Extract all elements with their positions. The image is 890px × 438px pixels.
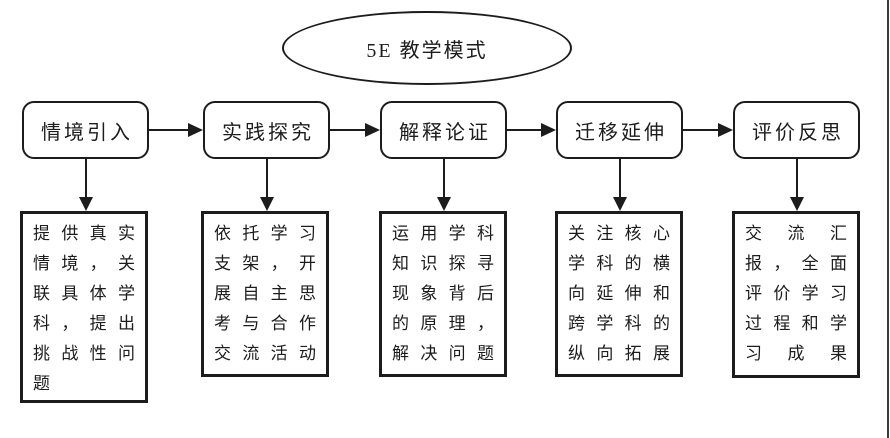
arrow-right-icon [507,122,556,138]
arrow-shaft [507,129,542,131]
arrow-shaft [796,159,798,198]
arrow-down-icon [260,159,274,211]
description-line: 关注核心 [568,224,670,243]
arrow-shaft [266,159,268,198]
arrow-shaft [85,159,87,198]
stage-box-evaluate: 评价反思 [733,101,860,159]
arrow-down-icon [437,159,451,211]
stage-description-transfer: 关注核心学科的横向延伸和跨学科的纵向拓展 [555,211,683,377]
description-line: 跨学科的 [568,314,670,333]
description-line: 过程和学 [745,314,847,333]
description-line: 交流活动 [214,344,316,363]
description-line: 向延伸和 [568,284,670,303]
description-line: 报，全面 [745,254,847,273]
arrow-shaft [683,129,719,131]
description-line: 题 [33,374,50,393]
stage-label: 迁移延伸 [575,121,667,144]
arrow-head [260,197,274,211]
stage-box-practice: 实践探究 [203,101,330,159]
arrow-shaft [443,159,445,198]
arrow-head [365,123,380,137]
stage-label: 评价反思 [752,121,844,144]
arrow-right-icon [149,122,203,138]
description-line: 评价学习 [745,284,847,303]
description-line: 支架，开 [214,254,316,273]
description-line: 的原理， [392,314,494,333]
description-line: 解决问题 [392,344,494,363]
arrow-head [188,123,203,137]
description-line: 习成果 [745,344,847,363]
description-line: 运用学科 [392,224,494,243]
stage-box-transfer: 迁移延伸 [556,101,683,159]
description-line: 展自主思 [214,284,316,303]
stage-label: 解释论证 [399,121,491,144]
arrow-right-icon [330,122,380,138]
stage-description-practice: 依托学习支架，开展自主思考与合作交流活动 [201,211,329,377]
description-line: 情境，关 [33,254,135,273]
diagram-title: 5E 教学模式 [366,39,488,62]
arrow-head [79,197,93,211]
arrow-head [437,197,451,211]
arrow-head [790,197,804,211]
arrow-head [613,197,627,211]
description-line: 学科的横 [568,254,670,273]
stage-box-explain: 解释论证 [380,101,507,159]
description-line: 联具体学 [33,284,135,303]
arrow-shaft [149,129,189,131]
stage-description-evaluate: 交流汇报，全面评价学习过程和学习成果 [732,211,860,378]
stage-box-situation: 情境引入 [22,101,149,159]
page-edge-line [887,0,889,438]
description-line: 知识探寻 [392,254,494,273]
stage-description-situation: 提供真实情境，关联具体学科，提出挑战性问题 [20,211,148,403]
arrow-shaft [330,129,366,131]
description-line: 依托学习 [214,224,316,243]
description-line: 挑战性问 [33,344,135,363]
title-ellipse: 5E 教学模式 [282,11,572,85]
arrow-shaft [619,159,621,198]
description-line: 交流汇 [745,224,847,243]
arrow-head [541,123,556,137]
stage-label: 实践探究 [222,121,314,144]
arrow-down-icon [790,159,804,211]
arrow-down-icon [79,159,93,211]
stage-description-explain: 运用学科知识探寻现象背后的原理， 解决问题 [379,211,507,377]
stage-label: 情境引入 [41,121,133,144]
description-line: 考与合作 [214,314,316,333]
description-line: 纵向拓展 [568,344,670,363]
arrow-right-icon [683,122,733,138]
description-line: 现象背后 [392,284,494,303]
arrow-down-icon [613,159,627,211]
description-line: 科，提出 [33,314,135,333]
description-line: 提供真实 [33,224,135,243]
arrow-head [718,123,733,137]
